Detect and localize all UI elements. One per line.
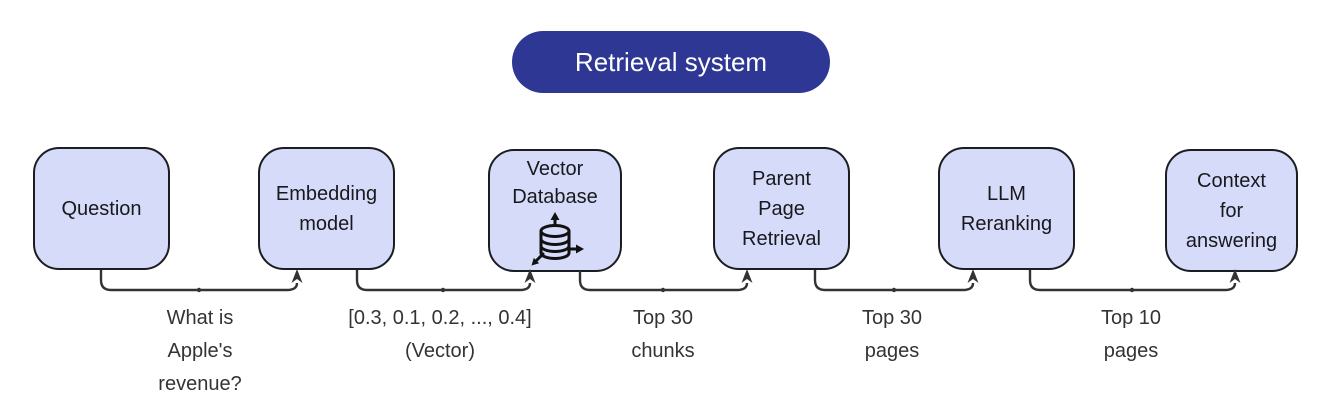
node-context-for-answering-label: Context for answering — [1185, 169, 1278, 252]
node-llm-reranking-label: LLM Reranking — [960, 182, 1053, 235]
node-context-for-answering: Context for answering — [1165, 149, 1298, 272]
node-parent-page-retrieval: Parent Page Retrieval — [713, 147, 850, 270]
node-vector-database: Vector Database — [488, 149, 622, 272]
database-sync-icon — [531, 212, 584, 266]
edge-midpoint-dot — [196, 287, 202, 293]
arrowhead-embedding-model — [291, 269, 303, 283]
node-parent-page-retrieval-label: Parent Page Retrieval — [742, 167, 821, 250]
edge-label-embedding-to-vectordb: [0.3, 0.1, 0.2, ..., 0.4] (Vector) — [348, 307, 532, 362]
edge-label-vectordb-to-parentpage: Top 30 chunks — [631, 307, 695, 362]
diagram-title: Retrieval system — [574, 46, 768, 77]
edge-llm-reranking-to-context-for-answering — [1028, 270, 1237, 292]
edge-label-parentpage-to-llm: Top 30 pages — [861, 307, 923, 362]
edge-midpoint-dot — [660, 287, 666, 293]
edge-midpoint-dot — [891, 287, 897, 293]
edge-label-llm-to-context: Top 10 pages — [1100, 307, 1162, 362]
node-vector-database-label: Vector Database — [512, 158, 598, 208]
edge-midpoint-dot — [440, 287, 446, 293]
node-question-label: Question — [61, 197, 142, 220]
edge-embedding-model-to-vector-database — [355, 270, 532, 292]
diagram-title-pill: Retrieval system — [512, 31, 830, 93]
node-question: Question — [33, 147, 170, 270]
node-llm-reranking: LLM Reranking — [938, 147, 1075, 270]
edge-vector-database-to-parent-page-retrieval — [578, 271, 749, 292]
edge-midpoint-dot — [1129, 287, 1135, 293]
edge-question-to-embedding-model — [99, 270, 299, 292]
node-embedding-model: Embedding model — [258, 147, 395, 270]
edge-parent-page-retrieval-to-llm-reranking — [813, 270, 975, 292]
arrowhead-parent-page-retrieval — [741, 269, 753, 283]
edge-label-question-to-embedding: What is Apple's revenue? — [158, 307, 242, 395]
node-embedding-model-label: Embedding model — [275, 182, 378, 235]
arrowhead-llm-reranking — [967, 269, 979, 283]
